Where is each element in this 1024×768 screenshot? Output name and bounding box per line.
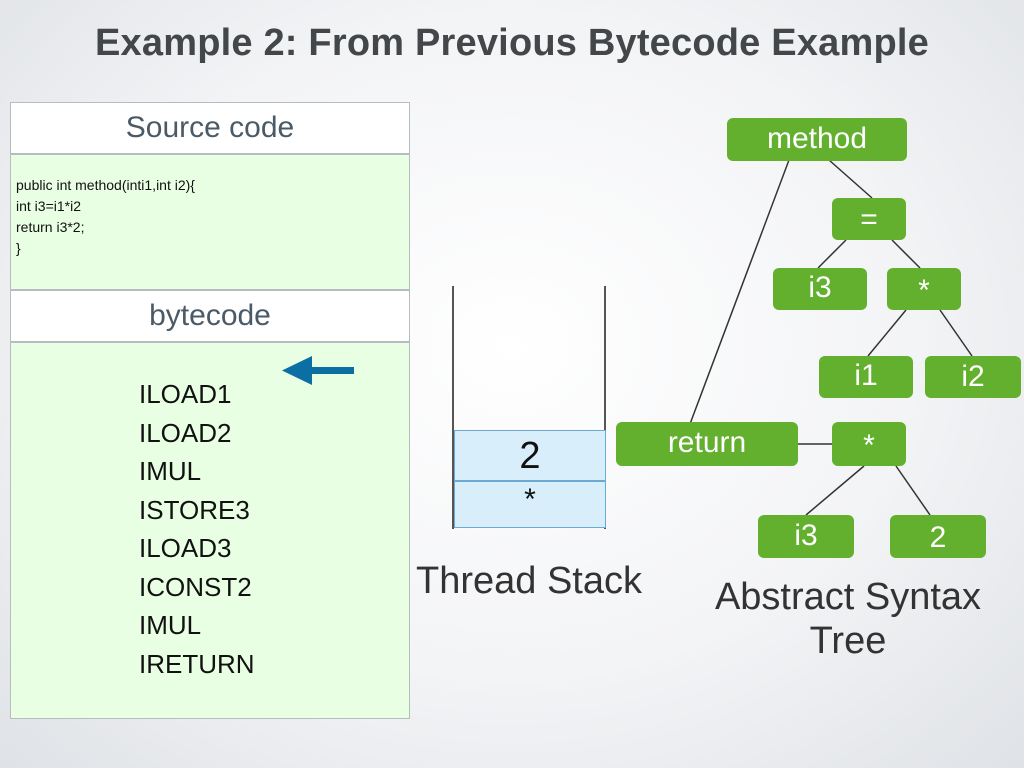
ast-node-i3-return: i3 (758, 515, 854, 558)
edge-mul-i1 (867, 309, 907, 357)
source-code-body: public int method(inti1,int i2){ int i3=… (10, 154, 410, 290)
bytecode-instruction: ILOAD2 (139, 417, 232, 448)
thread-stack-label: Thread Stack (416, 560, 642, 602)
source-code-header: Source code (10, 102, 410, 154)
slide-title: Example 2: From Previous Bytecode Exampl… (95, 22, 929, 64)
edge-method-assign (828, 159, 873, 199)
stack-cell-top: 2 (454, 430, 606, 481)
stack-cell-bottom: * (454, 481, 606, 528)
bytecode-instruction: IMUL (139, 610, 202, 640)
edge-mul-2 (895, 465, 931, 516)
ast-node-multiply: * (887, 268, 961, 310)
bytecode-instruction: IRETURN (139, 648, 255, 679)
bytecode-body: ILOAD1 ILOAD2 IMUL ISTORE3 ILOAD3 ICONST… (10, 342, 410, 719)
ast-node-method: method (727, 118, 907, 161)
ast-node-assign: = (832, 198, 906, 240)
stack-left-wall (452, 286, 454, 529)
source-line: } (16, 240, 21, 256)
ast-node-constant-2: 2 (890, 515, 986, 558)
edge-method-return (689, 159, 790, 425)
source-line: public int method(inti1,int i2){ (16, 177, 195, 193)
ast-label-line2: Tree (809, 620, 887, 662)
bytecode-instruction: IMUL (139, 456, 202, 486)
edge-assign-mul (891, 239, 921, 269)
source-line: int i3=i1*i2 (16, 198, 81, 214)
ast-node-i2: i2 (925, 356, 1021, 398)
bytecode-header: bytecode (10, 290, 410, 342)
left-arrow-icon (282, 356, 354, 385)
source-line: return i3*2; (16, 219, 85, 235)
ast-node-return: return (616, 422, 798, 466)
bytecode-instruction: ISTORE3 (139, 494, 250, 525)
edge-mul-i2 (939, 309, 973, 357)
bytecode-instruction: ILOAD1 (139, 379, 232, 409)
bytecode-instruction: ILOAD3 (139, 533, 232, 563)
ast-node-i1: i1 (819, 356, 913, 398)
bytecode-instruction: ICONST2 (139, 571, 252, 602)
ast-node-multiply-return: * (832, 422, 906, 466)
edge-assign-i3 (817, 239, 847, 269)
edge-mul-i3 (805, 465, 865, 516)
ast-node-i3: i3 (773, 268, 867, 310)
stack-right-wall (604, 286, 606, 529)
ast-label: Abstract Syntax Tree (688, 575, 1008, 663)
ast-label-line1: Abstract Syntax (714, 576, 982, 618)
